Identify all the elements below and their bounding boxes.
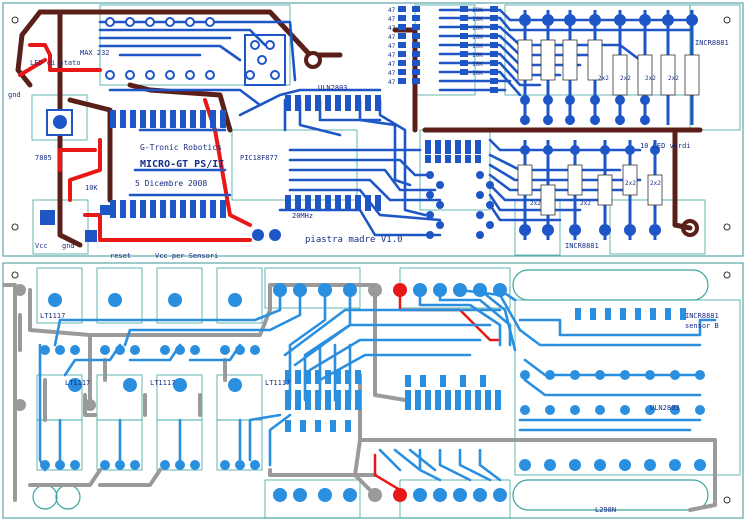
res-row-label: 10K xyxy=(472,16,483,23)
regulator-label: LT1117 xyxy=(65,379,90,387)
incr-bottom-label: INCR8881 xyxy=(565,242,599,250)
sensor-label: sensor B xyxy=(685,322,719,330)
header-label: ULN2803 xyxy=(650,404,680,412)
xtal-label: 20MHz xyxy=(292,212,313,220)
mcu-label: PIC18F877 xyxy=(240,154,278,162)
res-row-label: 10K xyxy=(472,52,483,59)
ledbar-label: 10 LED verdi xyxy=(640,142,691,150)
led-label: LED di stato xyxy=(30,59,81,67)
tiny-label: 2x2 xyxy=(650,180,661,187)
power-trace xyxy=(18,58,47,77)
res-label: 47 xyxy=(388,34,396,41)
tiny-label: 2x2 xyxy=(625,180,636,187)
mcu-top-pins xyxy=(110,110,226,128)
res-row-label: 10K xyxy=(472,25,483,32)
max232-label: MAX 232 xyxy=(80,49,110,57)
res-row-label: 10K xyxy=(472,70,483,77)
vcc-bottom-label: Vcc xyxy=(35,242,48,250)
resistor-10k-label: 10K xyxy=(85,184,98,192)
mount-hole xyxy=(723,223,731,231)
power-connector xyxy=(85,230,97,242)
reset-button-pad xyxy=(100,205,110,215)
res-label: 47 xyxy=(388,61,396,68)
board-subtitle: G-Tronic Robotics xyxy=(140,143,222,152)
mount-hole xyxy=(723,16,731,24)
tiny-label: 2x2 xyxy=(530,200,541,207)
mount-hole xyxy=(723,271,731,279)
res-label: 47 xyxy=(388,70,396,77)
mount-hole xyxy=(723,496,731,504)
res-row-label: 10K xyxy=(472,61,483,68)
bottom-label: L298N xyxy=(595,506,616,514)
mount-hole xyxy=(11,223,19,231)
bus-label: INCR8881 xyxy=(685,312,719,320)
res-label: 47 xyxy=(388,25,396,32)
res-label: 47 xyxy=(388,79,396,86)
power-connector xyxy=(40,210,55,225)
board-version: piastra madre V1.0 xyxy=(305,235,403,245)
incr-top-label: INCR8881 xyxy=(695,39,729,47)
tiny-label: 2x2 xyxy=(580,200,591,207)
regulator-label: LT1117 xyxy=(150,379,175,387)
power-trace xyxy=(28,43,102,72)
res-row-label: 10K xyxy=(472,43,483,50)
tiny-label: 2x2 xyxy=(620,75,631,82)
uln-label: ULN2803 xyxy=(318,84,348,92)
board-title: MICRO-GT PS/II xyxy=(140,159,224,170)
gnd-left-label: gnd xyxy=(8,91,21,99)
res-label: 47 xyxy=(388,7,396,14)
pic-pins xyxy=(285,95,381,211)
tiny-label: 2x2 xyxy=(598,75,609,82)
board-date: 5 Dicembre 2008 xyxy=(135,179,207,188)
ground-trace xyxy=(15,9,43,88)
ground-trace xyxy=(57,12,83,248)
db9-connector xyxy=(244,34,286,86)
reset-label: reset xyxy=(110,252,131,260)
power-trace xyxy=(68,138,102,202)
uln-pins xyxy=(425,140,481,163)
bottom-board: LT1117 LT1117 LT1117 LT1117 INCR8881 ULN… xyxy=(2,262,744,519)
gnd-bottom-label: gnd xyxy=(62,242,75,250)
regulator-label: 7805 xyxy=(35,154,52,162)
res-row-label: 10K xyxy=(472,34,483,41)
tiny-label: 2x2 xyxy=(645,75,656,82)
power-sensor-label: Vcc per Sensori xyxy=(155,252,218,260)
res-label: 47 xyxy=(388,43,396,50)
tiny-label: 2x2 xyxy=(668,75,679,82)
top-board: MICRO-GT PS/II G-Tronic Robotics 5 Dicem… xyxy=(2,2,744,260)
regulator-label: LT1117 xyxy=(265,379,290,387)
res-label: 47 xyxy=(388,52,396,59)
mount-hole xyxy=(11,271,19,279)
res-row-label: 10K xyxy=(472,7,483,14)
power-trace xyxy=(58,148,97,172)
regulator-label: LT1117 xyxy=(40,312,65,320)
mount-hole xyxy=(11,16,19,24)
mcu-bottom-pins xyxy=(110,200,226,218)
mount-hole xyxy=(304,51,322,69)
power-trace xyxy=(83,213,252,242)
res-label: 47 xyxy=(388,16,396,23)
